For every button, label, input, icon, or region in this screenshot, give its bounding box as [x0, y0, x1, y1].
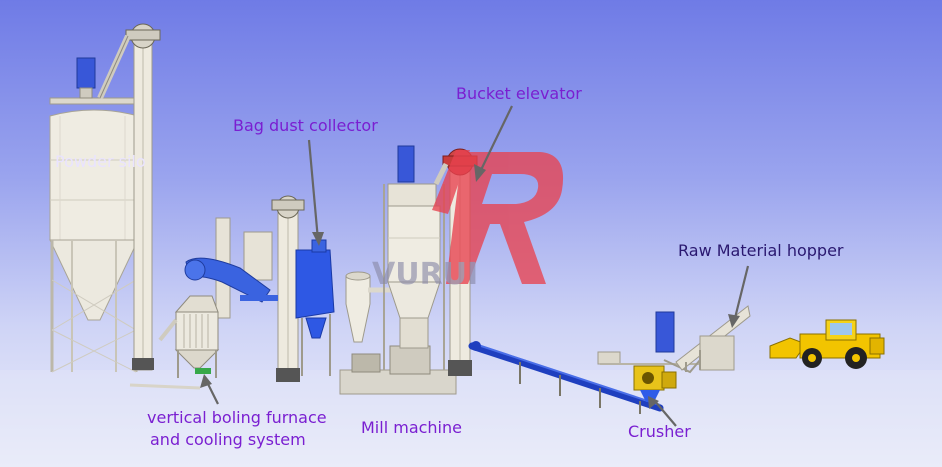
bag-dust-collector	[240, 195, 335, 382]
label-furnace-line1: vertical boling furnace	[147, 408, 327, 427]
boiling-furnace	[129, 217, 273, 390]
crusher	[597, 311, 701, 402]
label-powder-silo: Powder silo	[55, 152, 146, 171]
label-bag-dust-collector: Bag dust collector	[233, 116, 378, 135]
wheel-loader	[769, 319, 885, 369]
label-bucket-elevator: Bucket elevator	[456, 84, 582, 103]
label-crusher: Crusher	[628, 422, 691, 441]
silo-bucket-elevator	[97, 23, 161, 371]
watermark-text: VURUI	[372, 257, 478, 292]
callout-arrows	[200, 105, 750, 427]
powder-silo	[49, 57, 139, 373]
label-furnace-line2: and cooling system	[150, 430, 306, 449]
brand-logo-watermark: VURUI	[372, 150, 564, 292]
label-mill-machine: Mill machine	[361, 418, 462, 437]
mill-machine	[339, 145, 457, 395]
belt-conveyor	[468, 341, 664, 414]
label-raw-material-hopper: Raw Material hopper	[678, 241, 844, 260]
